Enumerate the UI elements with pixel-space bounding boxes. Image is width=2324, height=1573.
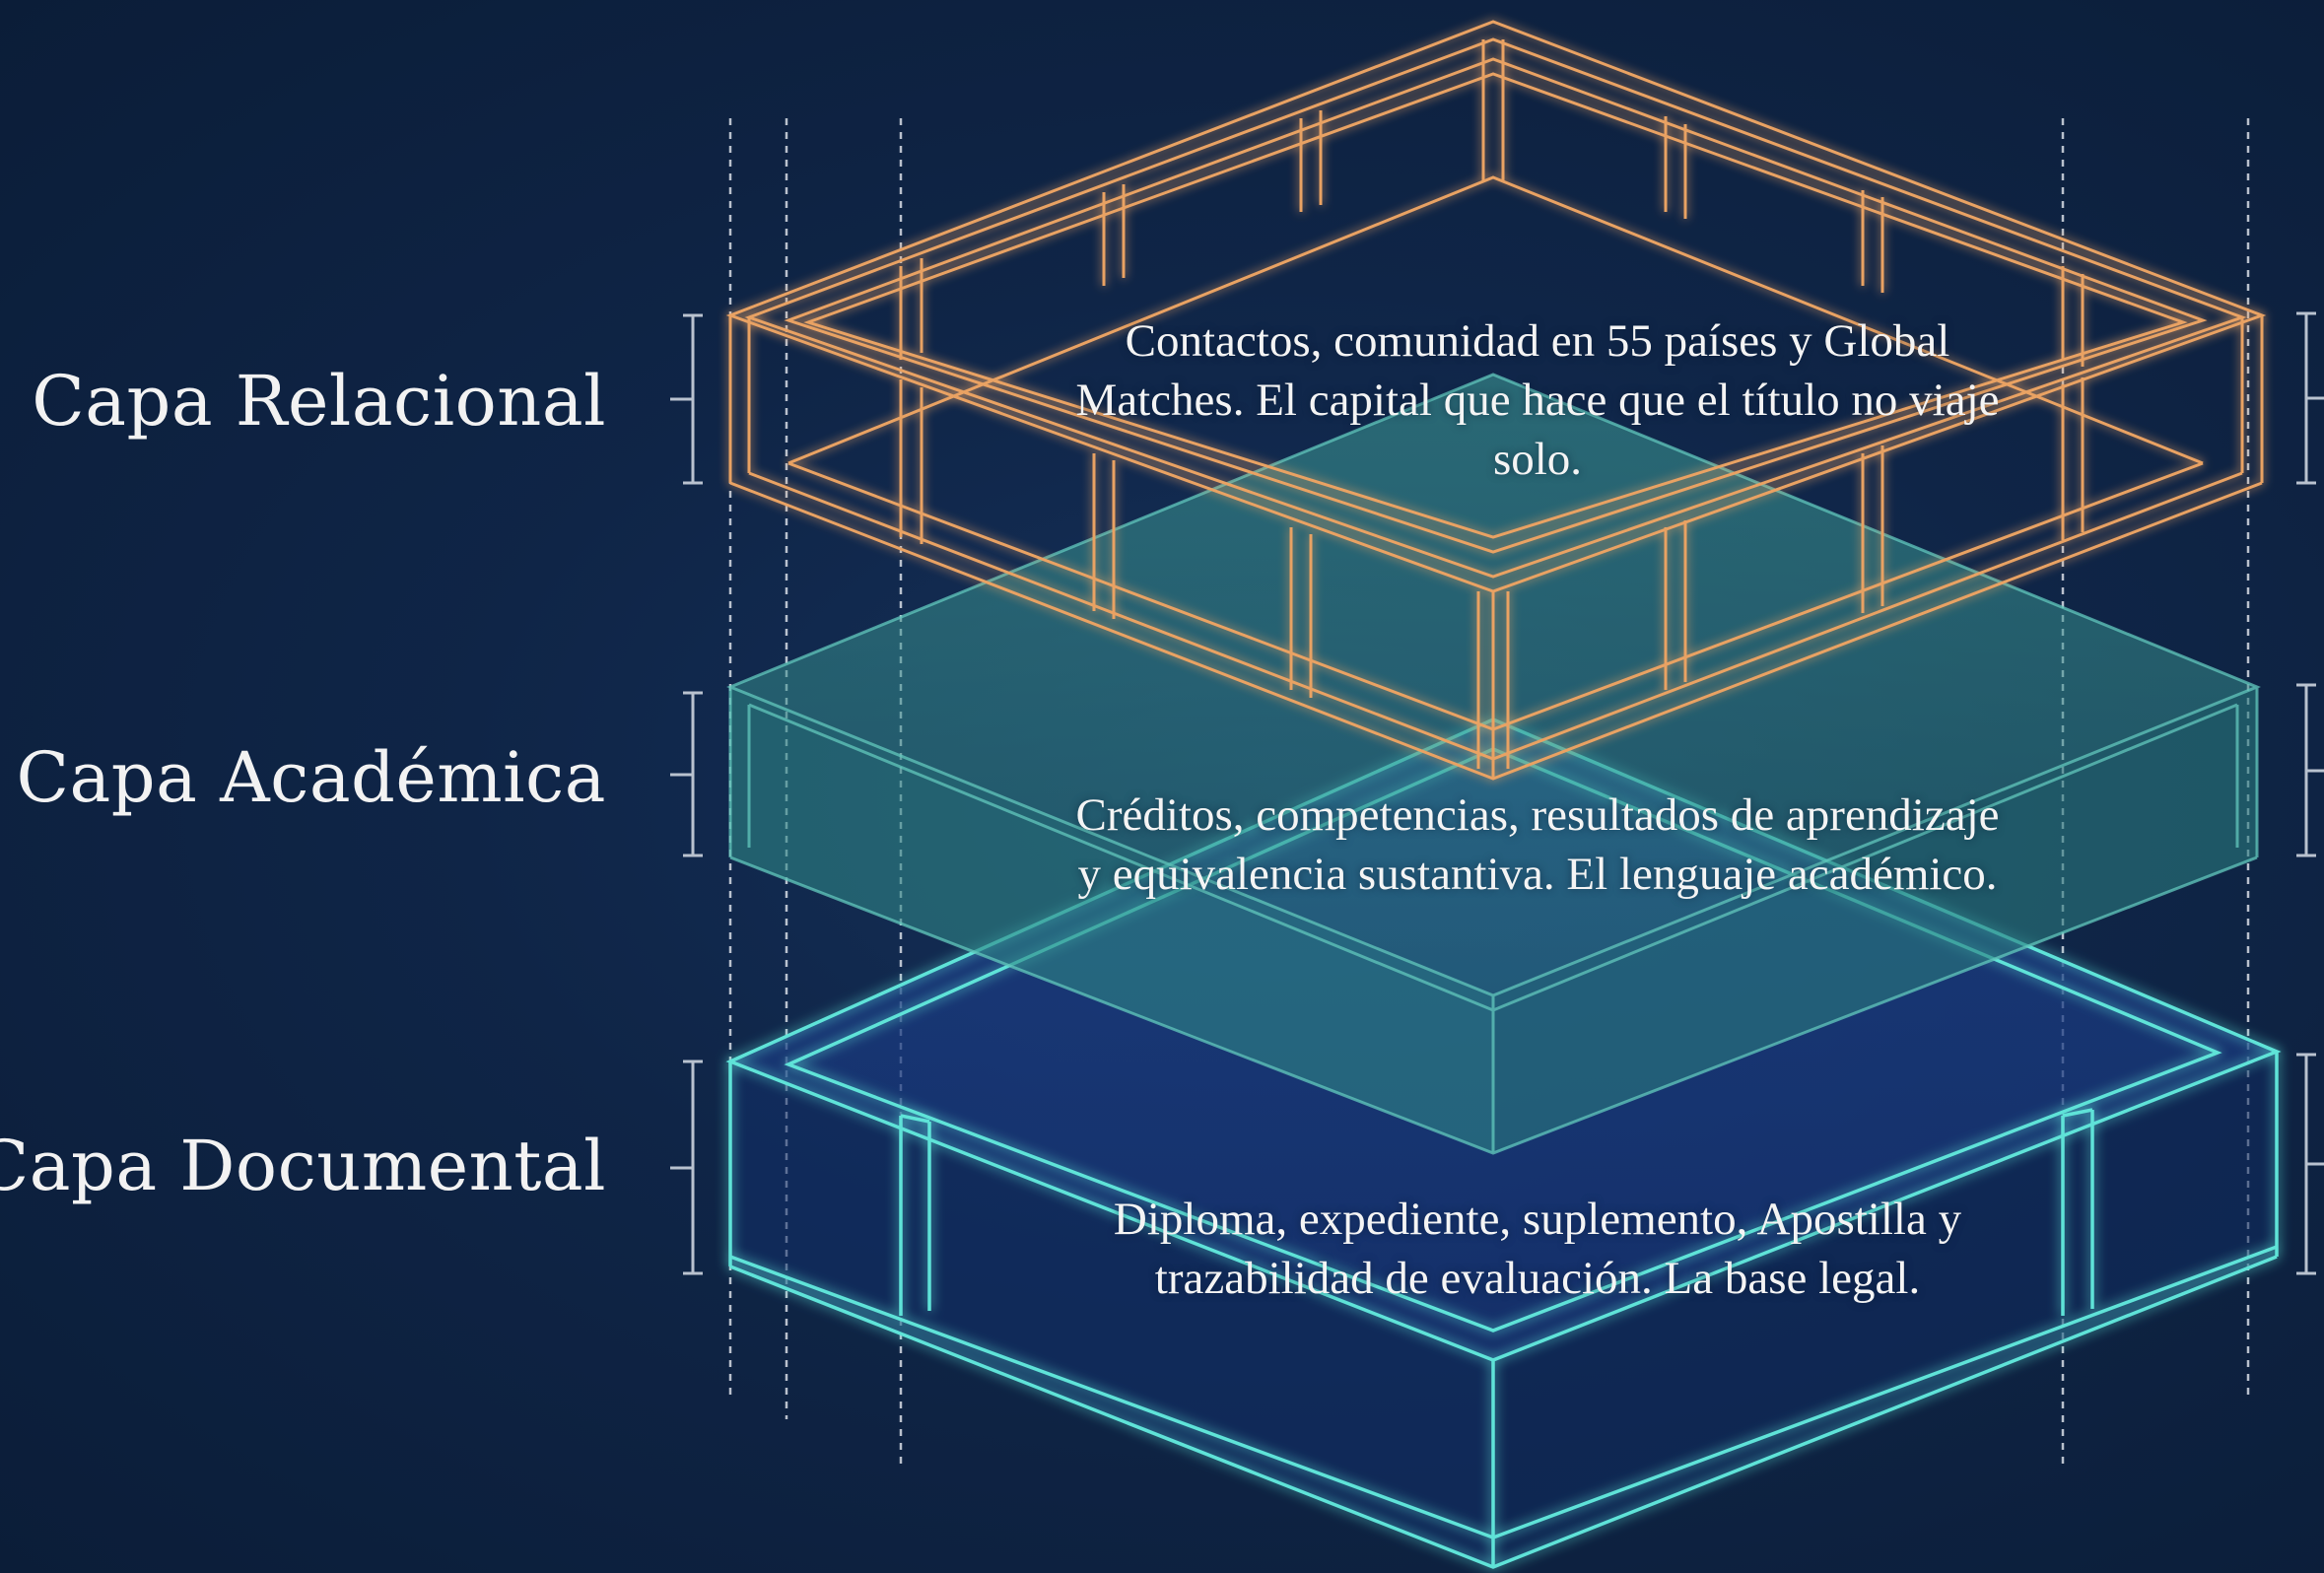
right-brackets <box>2296 311 2324 1275</box>
bracket-academica <box>670 691 703 857</box>
bracket-academica-right <box>2296 683 2324 857</box>
relacional-layer-shape <box>725 20 2267 781</box>
bracket-relacional-right <box>2296 311 2324 485</box>
description-capa-documental: Diploma, expediente, suplemento, Apostil… <box>1113 1194 1962 1304</box>
label-capa-documental: Capa Documental <box>0 1126 606 1206</box>
left-brackets <box>670 313 703 1275</box>
description-capa-academica: Créditos, competencias, resultados de ap… <box>1075 789 2000 900</box>
description-capa-relacional: Contactos, comunidad en 55 países y Glob… <box>1075 315 2000 485</box>
bracket-documental <box>670 1060 703 1275</box>
label-capa-relacional: Capa Relacional <box>32 361 606 442</box>
bracket-documental-right <box>2296 1053 2324 1275</box>
bracket-relacional <box>670 313 703 485</box>
label-capa-academica: Capa Académica <box>16 737 606 818</box>
